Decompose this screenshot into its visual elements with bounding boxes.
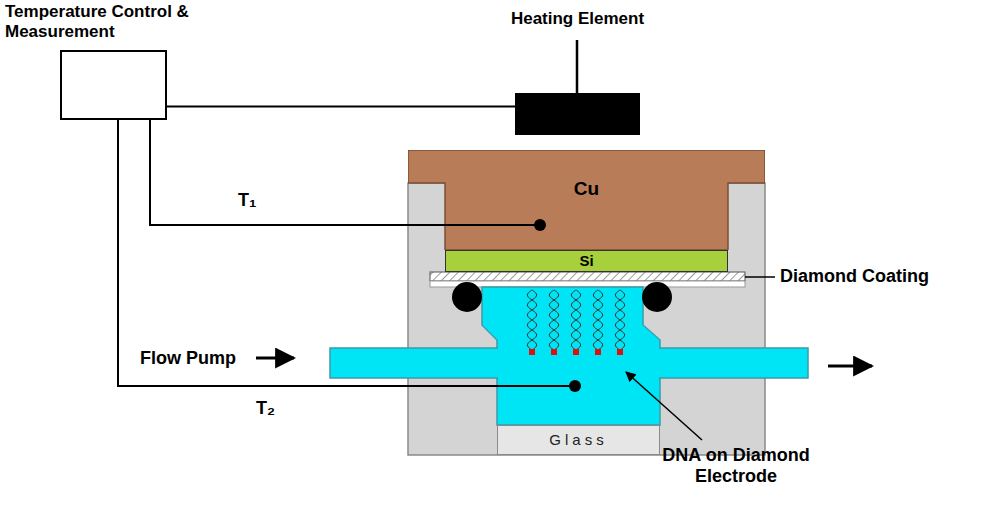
flow-out-arrow xyxy=(828,365,872,368)
copper-outline xyxy=(408,150,765,250)
dna-helix xyxy=(549,290,558,350)
heating-element: Heating Element xyxy=(515,93,640,135)
dna-helix xyxy=(593,290,602,350)
dna-helix xyxy=(549,290,558,350)
copper-block: Cu xyxy=(408,150,765,250)
dna-anchor xyxy=(595,349,601,355)
controller-box: Temperature Control & Measurement xyxy=(60,50,167,120)
flow-cavity xyxy=(483,288,659,424)
t1-wire xyxy=(150,118,540,225)
part-label: Si xyxy=(579,252,593,270)
o-ring xyxy=(452,282,482,312)
t1-sensor xyxy=(534,219,546,231)
sensor-label: T₂ xyxy=(256,398,275,419)
part-label: Glass xyxy=(549,431,607,449)
o-ring xyxy=(642,282,672,312)
heater-lead xyxy=(576,40,579,93)
dna-anchor xyxy=(573,349,579,355)
wire-connector xyxy=(167,106,515,108)
dna-helix xyxy=(527,290,536,350)
dna-anchor xyxy=(529,349,535,355)
dna-helix xyxy=(615,290,624,350)
part-label: Cu xyxy=(408,150,765,201)
dna-leader xyxy=(626,372,702,440)
t2-sensor xyxy=(569,380,581,392)
diamond-coating xyxy=(430,272,745,281)
dna-anchor xyxy=(551,349,557,355)
dna-helix xyxy=(615,290,624,350)
pump-label: Flow Pump xyxy=(140,348,236,369)
glass-window: Glass xyxy=(497,425,660,455)
dna-strands xyxy=(527,290,624,355)
t2-wire xyxy=(118,118,575,386)
copper-shape xyxy=(408,150,765,250)
flow-cavity-outline xyxy=(482,287,660,425)
callout-label: DNA on Diamond Electrode xyxy=(640,445,832,487)
dna-helix xyxy=(571,290,580,350)
heading-text: Heating Element xyxy=(511,9,644,29)
coating-leader xyxy=(745,276,775,278)
dna-helix xyxy=(527,290,536,350)
dna-helix xyxy=(593,290,602,350)
silicon-layer: Si xyxy=(445,250,728,272)
flow-in-arrow xyxy=(256,357,294,360)
dna-helix xyxy=(571,290,580,350)
coating-label: Diamond Coating xyxy=(780,266,929,287)
sensor-label: T₁ xyxy=(238,190,256,211)
heading-text: Temperature Control & Measurement xyxy=(5,2,201,42)
dna-anchor xyxy=(617,349,623,355)
diamond-coating-hatch xyxy=(430,272,745,281)
